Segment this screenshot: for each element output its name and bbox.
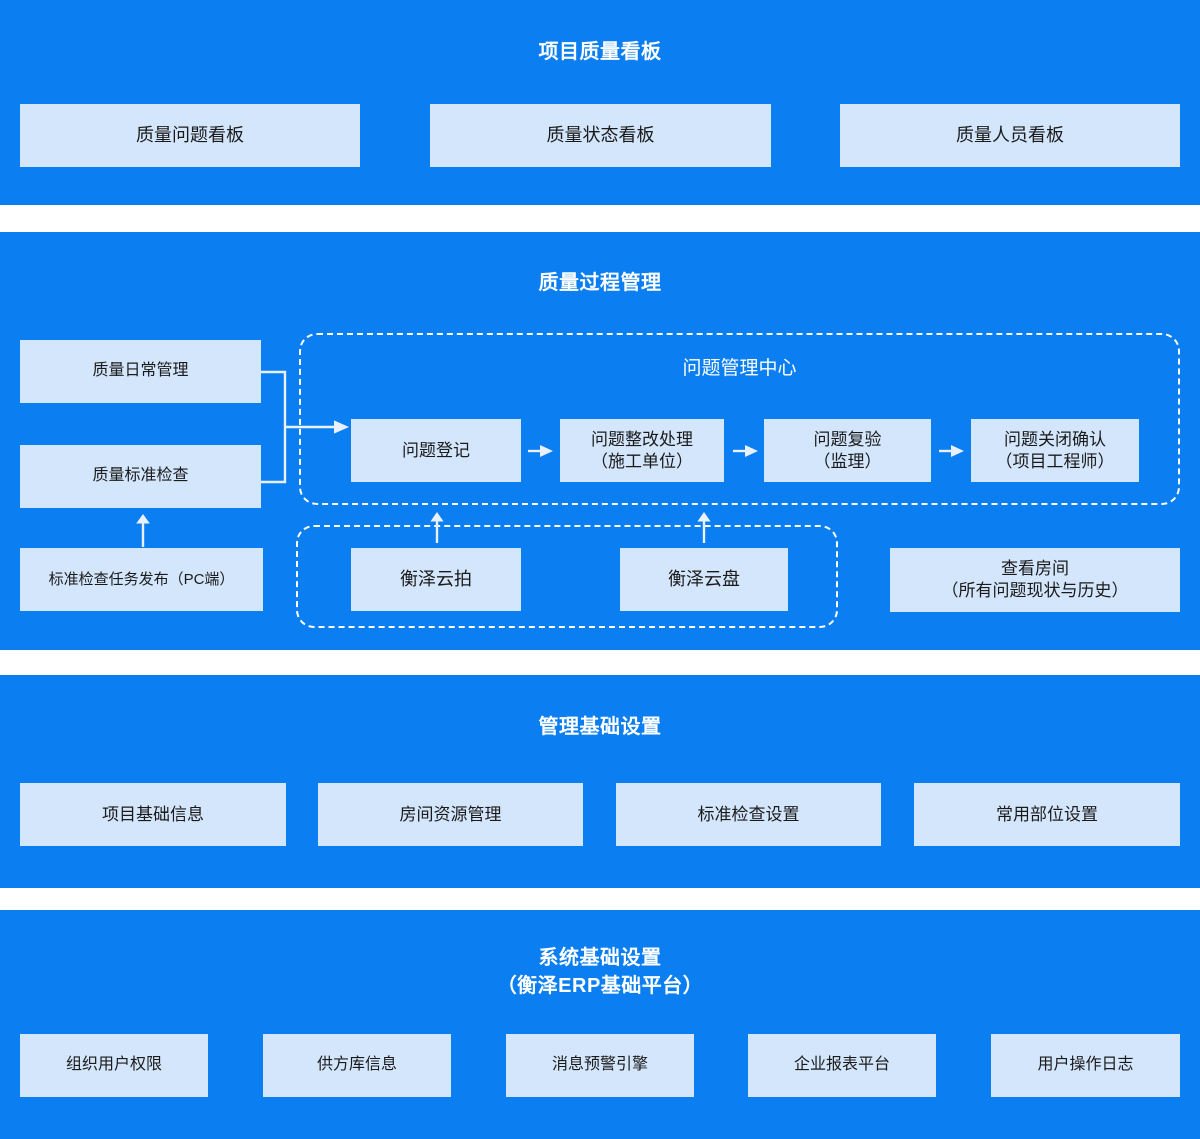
card-message-alert-engine[interactable]: 消息预警引擎 xyxy=(506,1034,694,1097)
card-hengze-cloud-disk[interactable]: 衡泽云盘 xyxy=(620,548,788,611)
arrow-reinspection-to-close-confirm xyxy=(939,445,964,457)
connector-bracket-left-to-issue-center xyxy=(261,370,349,484)
arrow-up-task-release-to-standard-inspection xyxy=(136,514,150,547)
section-title-system-base-settings: 系统基础设置 （衡泽ERP基础平台） xyxy=(496,947,704,997)
card-issue-registration[interactable]: 问题登记 xyxy=(351,419,521,482)
section-title-management-base-settings: 管理基础设置 xyxy=(538,716,662,738)
card-issue-rectification-construction-unit[interactable]: 问题整改处理 （施工单位） xyxy=(560,419,724,482)
section-title-quality-process-management: 质量过程管理 xyxy=(538,272,662,294)
arrow-issue-registration-to-rectification xyxy=(528,445,553,457)
dashed-group-issue-management-center xyxy=(299,333,1180,505)
arrow-rectification-to-reinspection xyxy=(733,445,758,457)
card-quality-personnel-dashboard[interactable]: 质量人员看板 xyxy=(840,104,1180,167)
arrow-up-cloud-disk-to-issue-center xyxy=(697,512,711,543)
section-title-project-quality-dashboard: 项目质量看板 xyxy=(538,41,662,63)
group-title-issue-management-center: 问题管理中心 xyxy=(682,358,797,379)
card-enterprise-report-platform[interactable]: 企业报表平台 xyxy=(748,1034,936,1097)
section-quality-process-management: 质量过程管理 质量日常管理 质量标准检查 标准检查任务发布（PC端） 问题管理中… xyxy=(0,232,1200,650)
section-system-base-settings: 系统基础设置 （衡泽ERP基础平台） 组织用户权限 供方库信息 消息预警引擎 企… xyxy=(0,910,1200,1139)
arrow-up-cloud-photo-to-issue-center xyxy=(430,512,444,543)
card-user-operation-log[interactable]: 用户操作日志 xyxy=(991,1034,1180,1097)
card-quality-standard-inspection[interactable]: 质量标准检查 xyxy=(20,445,261,508)
card-issue-reinspection-supervisor[interactable]: 问题复验 （监理） xyxy=(764,419,931,482)
card-org-user-permissions[interactable]: 组织用户权限 xyxy=(20,1034,208,1097)
card-standard-inspection-settings[interactable]: 标准检查设置 xyxy=(616,783,881,846)
card-standard-inspection-task-release[interactable]: 标准检查任务发布（PC端） xyxy=(20,548,263,611)
card-quality-daily-management[interactable]: 质量日常管理 xyxy=(20,340,261,403)
card-common-location-settings[interactable]: 常用部位设置 xyxy=(914,783,1180,846)
card-quality-issue-dashboard[interactable]: 质量问题看板 xyxy=(20,104,360,167)
card-project-basic-info[interactable]: 项目基础信息 xyxy=(20,783,286,846)
card-hengze-cloud-photo[interactable]: 衡泽云拍 xyxy=(351,548,521,611)
card-issue-close-confirmation-project-engineer[interactable]: 问题关闭确认 （项目工程师） xyxy=(971,419,1139,482)
section-management-base-settings: 管理基础设置 项目基础信息 房间资源管理 标准检查设置 常用部位设置 xyxy=(0,675,1200,888)
card-room-resource-management[interactable]: 房间资源管理 xyxy=(318,783,583,846)
card-quality-status-dashboard[interactable]: 质量状态看板 xyxy=(430,104,771,167)
section-project-quality-dashboard: 项目质量看板 质量问题看板 质量状态看板 质量人员看板 xyxy=(0,0,1200,205)
dashed-group-cloud-tools xyxy=(296,525,838,628)
card-view-room-all-issue-status-and-history[interactable]: 查看房间 （所有问题现状与历史） xyxy=(890,548,1180,612)
card-supplier-library-info[interactable]: 供方库信息 xyxy=(263,1034,451,1097)
